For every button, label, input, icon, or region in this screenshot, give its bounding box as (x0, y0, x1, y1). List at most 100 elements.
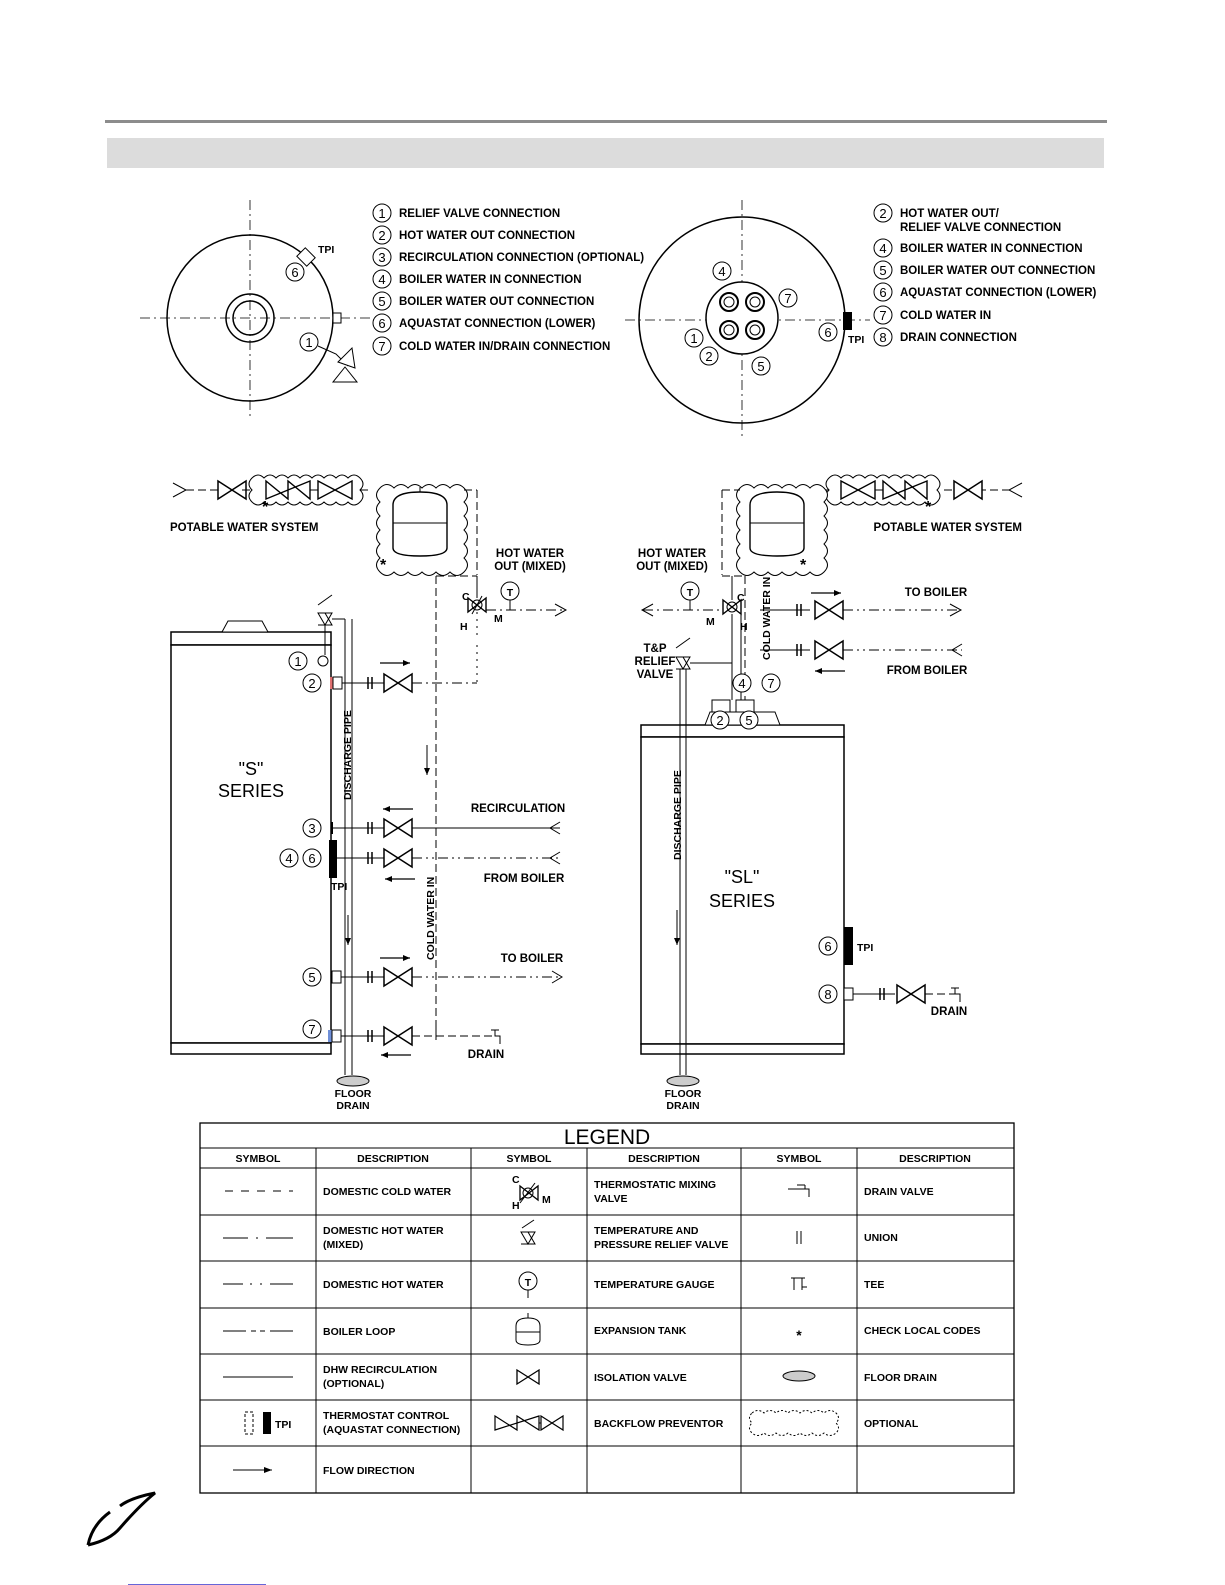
svg-text:7: 7 (879, 308, 886, 323)
svg-text:8: 8 (824, 987, 831, 1002)
svg-text:1: 1 (294, 654, 301, 669)
svg-text:C: C (462, 591, 470, 603)
svg-text:H: H (740, 621, 748, 633)
key-item: BOILER WATER OUT CONNECTION (399, 296, 594, 308)
svg-text:TPI: TPI (857, 942, 873, 954)
svg-text:DOMESTIC HOT WATER: DOMESTIC HOT WATER (323, 1225, 444, 1237)
svg-text:H: H (460, 621, 468, 633)
key-item: HOT WATER OUT CONNECTION (399, 230, 575, 242)
svg-text:TEMPERATURE GAUGE: TEMPERATURE GAUGE (594, 1279, 715, 1291)
s-recirculation: RECIRCULATION (471, 803, 565, 815)
sl-series-title1: "SL" (725, 867, 760, 887)
svg-text:6: 6 (879, 285, 886, 300)
legend-header: SYMBOL (507, 1153, 553, 1165)
svg-text:(OPTIONAL): (OPTIONAL) (323, 1378, 384, 1390)
svg-text:4: 4 (738, 676, 745, 691)
svg-text:DHW RECIRCULATION: DHW RECIRCULATION (323, 1364, 437, 1376)
svg-text:FLOOR: FLOOR (335, 1088, 372, 1100)
legend-header: SYMBOL (777, 1153, 823, 1165)
key-item-line2: RELIEF VALVE CONNECTION (900, 222, 1061, 234)
s-series-title1: "S" (239, 759, 264, 779)
svg-text:CHECK LOCAL CODES: CHECK LOCAL CODES (864, 1325, 980, 1337)
svg-text:2: 2 (308, 676, 315, 691)
sl-hot-water-out2: OUT (MIXED) (636, 561, 708, 573)
svg-text:2: 2 (879, 206, 886, 221)
svg-text:ISOLATION VALVE: ISOLATION VALVE (594, 1372, 687, 1384)
sl-potable-label: POTABLE WATER SYSTEM (874, 522, 1022, 534)
svg-text:5: 5 (879, 263, 886, 278)
svg-text:*: * (796, 1327, 802, 1343)
svg-text:(MIXED): (MIXED) (323, 1239, 363, 1251)
svg-text:3: 3 (378, 250, 385, 265)
callout-6: 6 (824, 325, 831, 340)
callout-2: 2 (705, 349, 712, 364)
svg-text:3: 3 (308, 821, 315, 836)
sl-cold-water-in: COLD WATER IN (761, 577, 773, 660)
s-potable-label: POTABLE WATER SYSTEM (170, 522, 318, 534)
svg-text:TEE: TEE (864, 1279, 884, 1291)
top-view-right: TPI 4 7 1 2 5 6 (625, 200, 870, 440)
svg-text:6: 6 (378, 316, 385, 331)
svg-text:6: 6 (308, 851, 315, 866)
svg-text:T: T (525, 1277, 532, 1289)
key-item: COLD WATER IN (900, 310, 991, 322)
key-item: AQUASTAT CONNECTION (LOWER) (399, 318, 596, 330)
svg-text:M: M (542, 1194, 551, 1206)
top-view-left-key: 1 RELIEF VALVE CONNECTION 2 HOT WATER OU… (372, 203, 644, 356)
sl-hot-water-out: HOT WATER (638, 548, 707, 560)
key-item: BOILER WATER IN CONNECTION (900, 243, 1083, 255)
sl-series-diagram: "SL" SERIES * POTABLE WATER SYSTEM * HOT… (635, 474, 1023, 1112)
svg-text:VALVE: VALVE (594, 1193, 627, 1205)
svg-text:UNION: UNION (864, 1232, 898, 1244)
svg-text:C: C (512, 1174, 520, 1186)
svg-text:5: 5 (308, 970, 315, 985)
svg-text:C: C (737, 592, 745, 604)
svg-text:TPI: TPI (275, 1419, 291, 1431)
svg-text:EXPANSION TANK: EXPANSION TANK (594, 1325, 687, 1337)
top-view-right-key: 2 HOT WATER OUT/ RELIEF VALVE CONNECTION… (873, 203, 1097, 347)
svg-text:RELIEF: RELIEF (635, 656, 676, 668)
section-header-band (107, 138, 1104, 168)
sl-to-boiler: TO BOILER (905, 587, 968, 599)
svg-text:7: 7 (767, 676, 774, 691)
svg-text:*: * (925, 499, 932, 516)
svg-text:THERMOSTATIC MIXING: THERMOSTATIC MIXING (594, 1179, 716, 1191)
svg-text:2: 2 (378, 228, 385, 243)
svg-text:M: M (706, 616, 715, 628)
footer-logo (86, 1491, 156, 1547)
svg-text:*: * (262, 499, 269, 516)
callout-4: 4 (718, 264, 725, 279)
s-hot-water-out2: OUT (MIXED) (494, 561, 566, 573)
key-item: DRAIN CONNECTION (900, 332, 1017, 344)
key-item: BOILER WATER OUT CONNECTION (900, 265, 1095, 277)
key-item: AQUASTAT CONNECTION (LOWER) (900, 287, 1097, 299)
svg-text:5: 5 (745, 713, 752, 728)
tpi-label-top-right: TPI (848, 334, 864, 346)
svg-text:6: 6 (824, 939, 831, 954)
s-discharge-pipe: DISCHARGE PIPE (342, 710, 354, 800)
svg-text:8: 8 (879, 330, 886, 345)
sl-discharge-pipe: DISCHARGE PIPE (672, 770, 684, 860)
svg-text:*: * (380, 557, 387, 574)
svg-text:FLOOR: FLOOR (665, 1088, 702, 1100)
legend-header: DESCRIPTION (628, 1153, 700, 1165)
sl-drain: DRAIN (931, 1006, 967, 1018)
s-series-diagram: "S" SERIES * POTABLE WATER SYSTEM * HOT … (170, 474, 568, 1112)
svg-text:VALVE: VALVE (637, 669, 674, 681)
svg-text:M: M (494, 613, 503, 625)
s-cold-water-in: COLD WATER IN (425, 877, 437, 960)
callout-7: 7 (784, 291, 791, 306)
callout-5: 5 (757, 359, 764, 374)
s-from-boiler: FROM BOILER (484, 873, 565, 885)
svg-text:TEMPERATURE AND: TEMPERATURE AND (594, 1225, 699, 1237)
legend-header: DESCRIPTION (899, 1153, 971, 1165)
tpi-label-top-left: TPI (318, 244, 334, 256)
s-series-title2: SERIES (218, 781, 284, 801)
callout-1: 1 (690, 331, 697, 346)
svg-text:7: 7 (378, 339, 385, 354)
svg-text:DOMESTIC COLD WATER: DOMESTIC COLD WATER (323, 1186, 452, 1198)
svg-text:7: 7 (308, 1022, 315, 1037)
svg-text:4: 4 (285, 851, 292, 866)
key-item: HOT WATER OUT/ (900, 208, 1000, 220)
svg-text:FLOOR DRAIN: FLOOR DRAIN (864, 1372, 937, 1384)
